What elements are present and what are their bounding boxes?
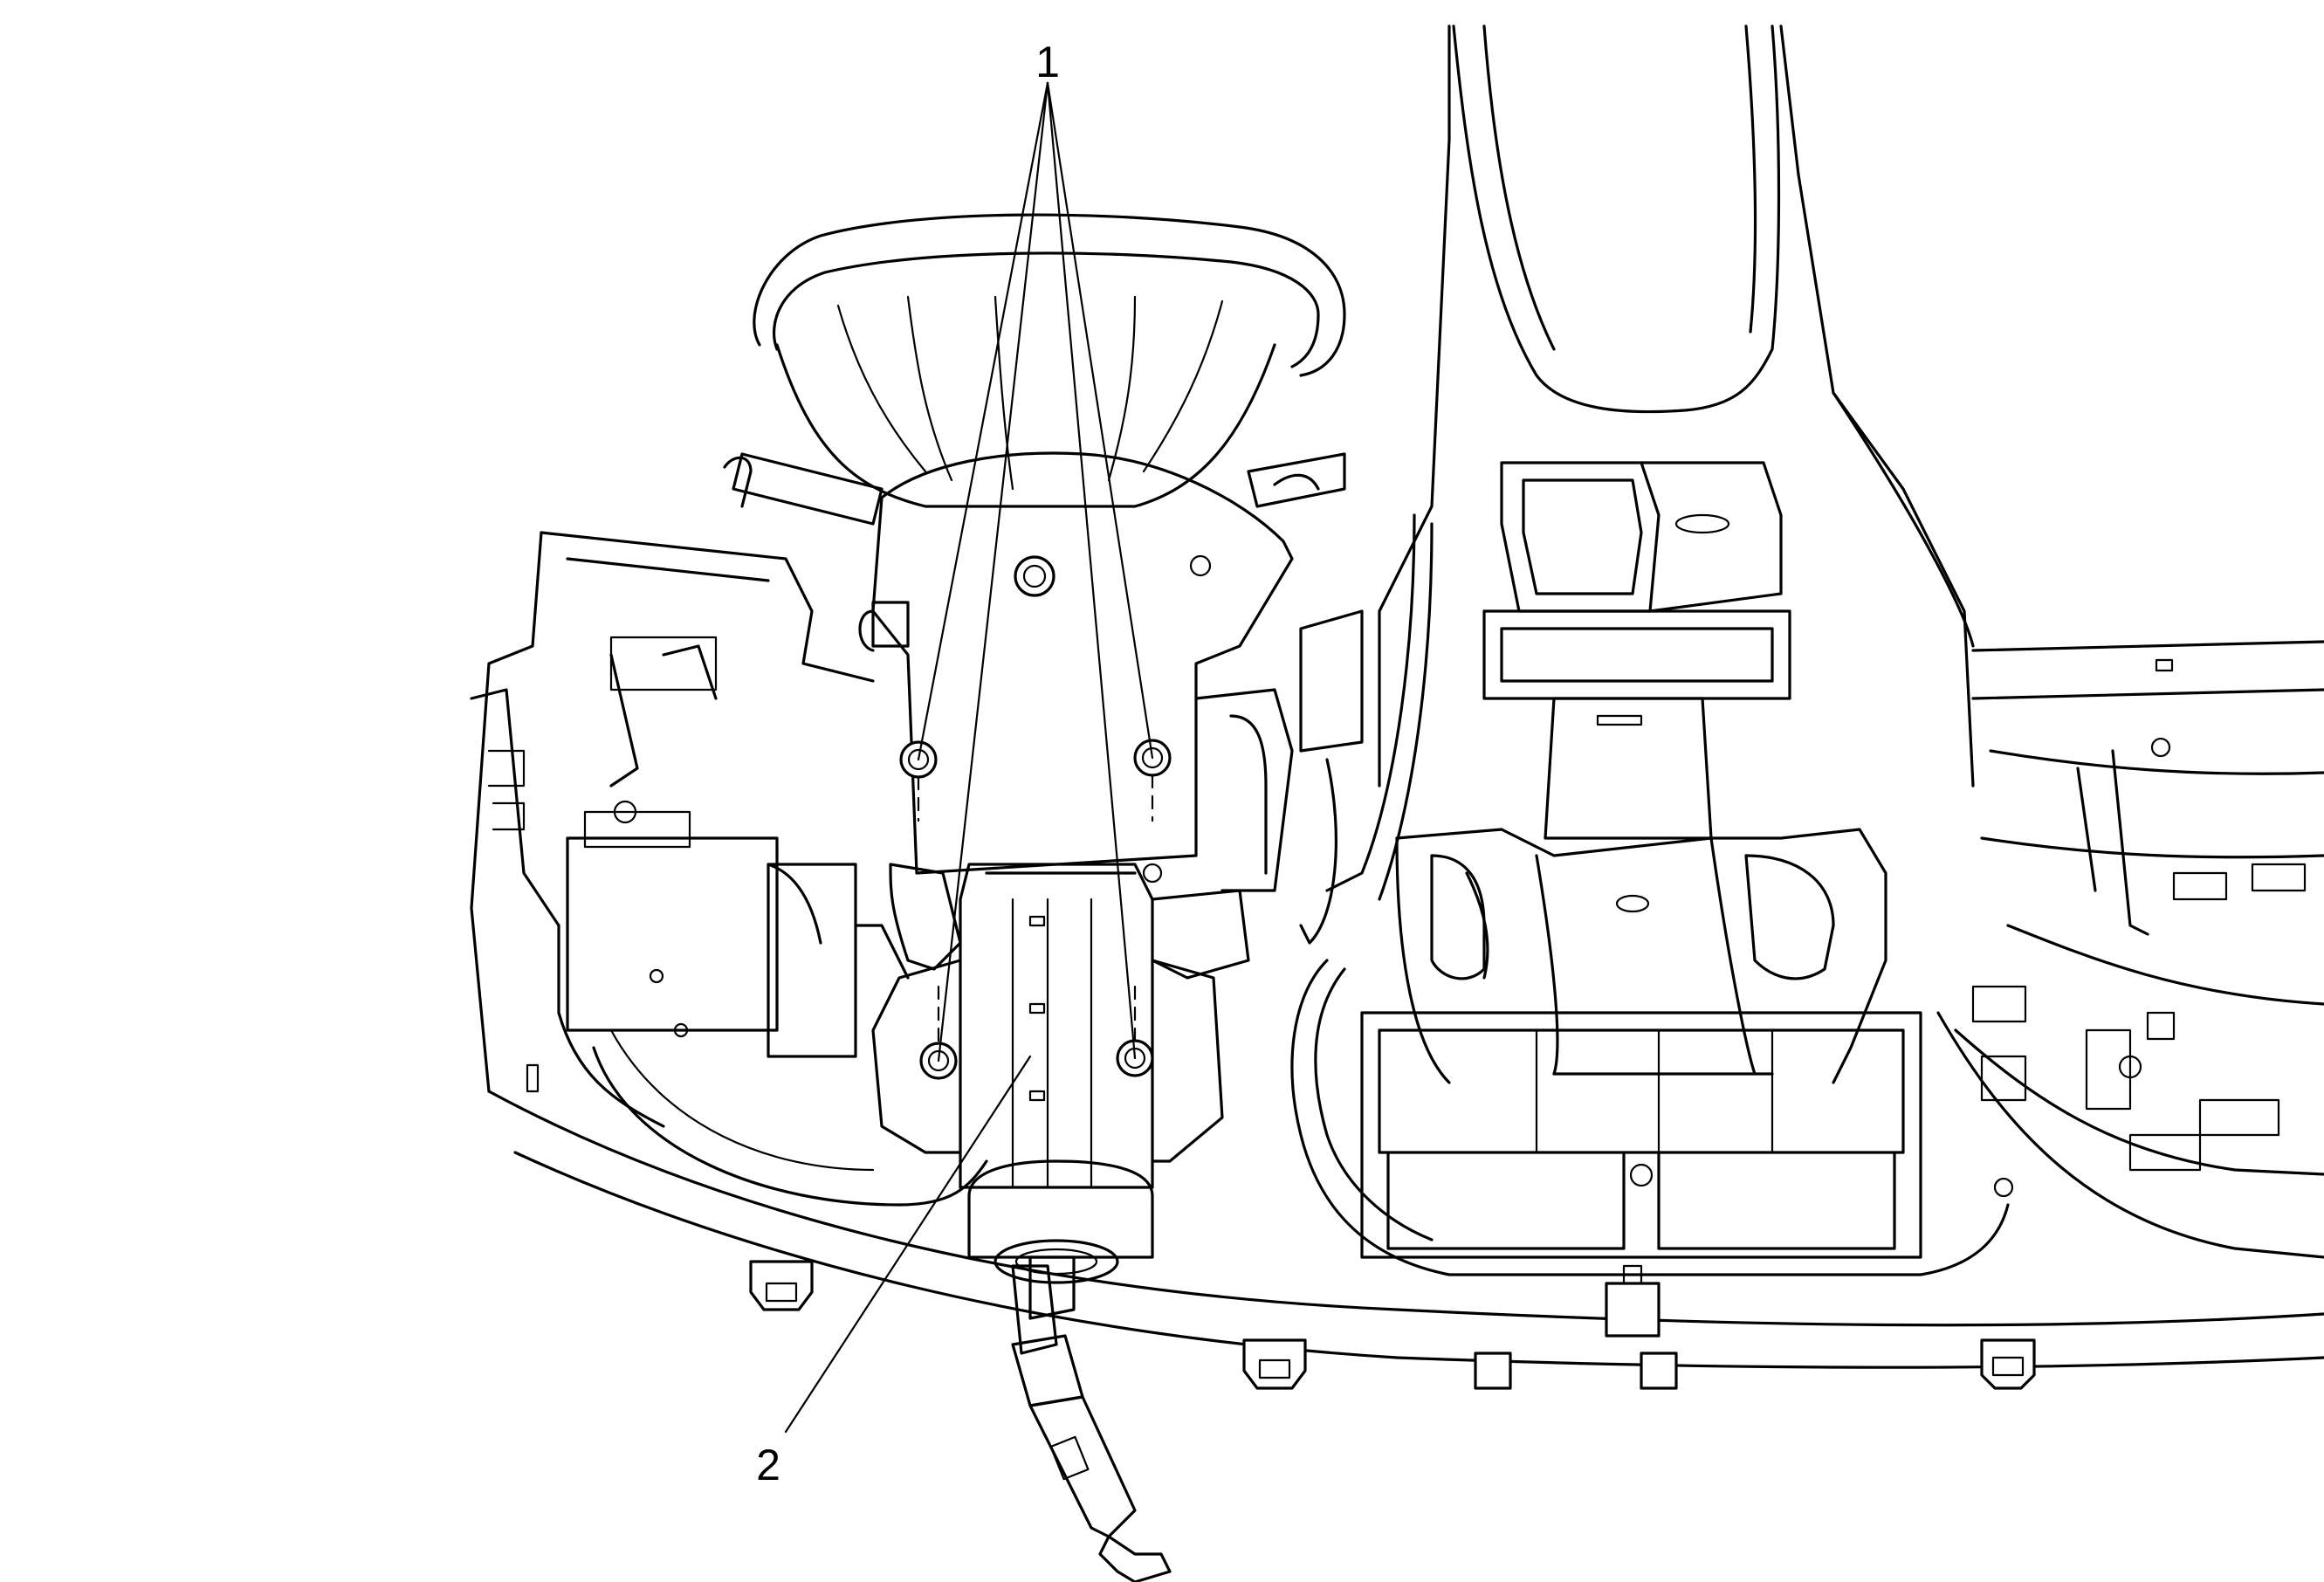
callout-label-2: 2: [756, 1441, 780, 1489]
steering-wheel: [753, 213, 1346, 508]
callout-label-1: 1: [1035, 38, 1060, 86]
floor-console: [1290, 24, 2010, 1276]
steering-column-assembly: [723, 451, 1346, 1582]
instrument-panel-carrier: [470, 531, 2324, 1390]
callout-leaders: [784, 81, 1154, 1434]
